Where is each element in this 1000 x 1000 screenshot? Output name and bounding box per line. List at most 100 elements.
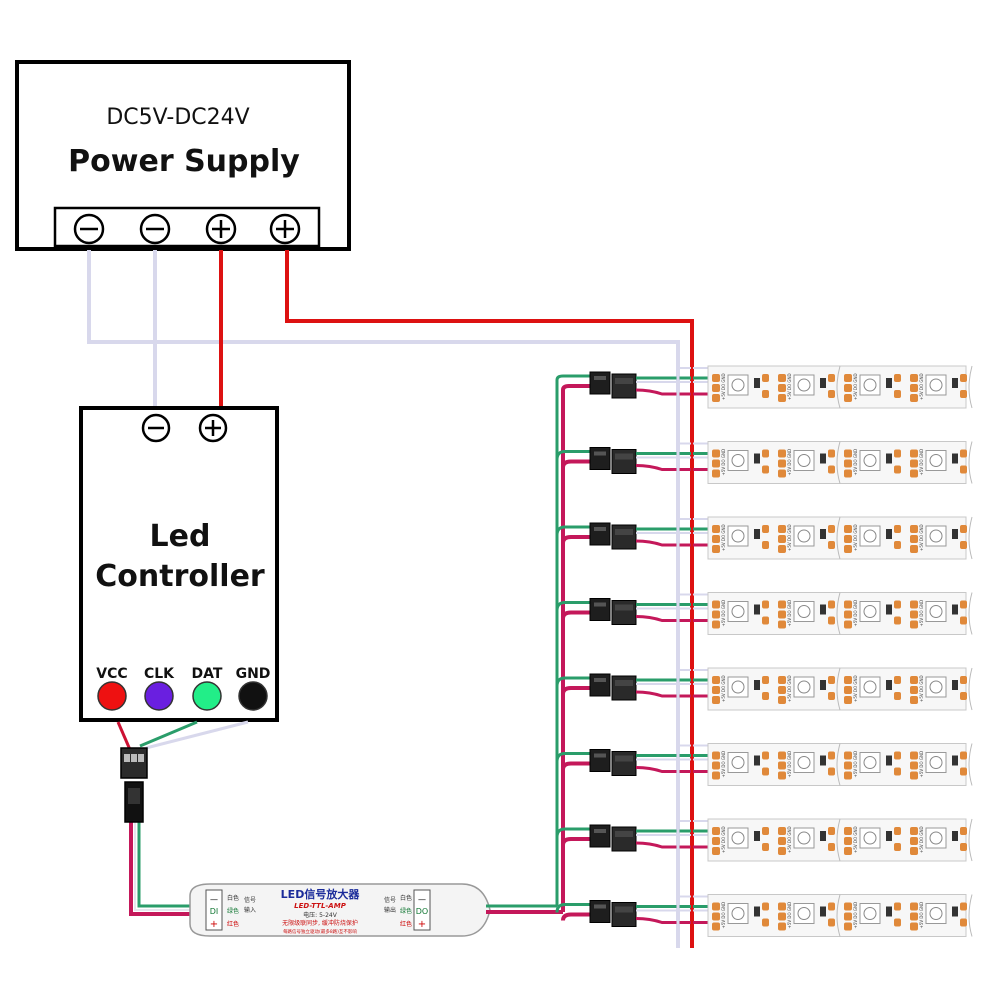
led-lens <box>863 680 877 694</box>
connector-latch <box>615 680 633 686</box>
strip-row: +5V DO GND+5V DO GND+5V DO GND+5V DO GND <box>589 365 973 409</box>
capacitor <box>886 906 892 917</box>
solder-pad <box>910 610 918 619</box>
capacitor <box>820 453 826 464</box>
amplifier-voltage: 电压: 5-24V <box>303 911 338 919</box>
solder-pad <box>910 620 918 629</box>
cut-line <box>836 516 841 560</box>
solder-pad <box>828 827 835 835</box>
solder-pad <box>844 837 852 845</box>
solder-pad <box>844 686 852 694</box>
solder-pad <box>762 449 769 458</box>
solder-pad <box>910 545 918 553</box>
solder-pad <box>828 751 835 760</box>
solder-pad <box>844 394 852 402</box>
solder-pad <box>778 620 786 629</box>
solder-pad <box>828 465 835 474</box>
led-strip: +5V DO GND+5V DO GND+5V DO GND+5V DO GND <box>707 441 973 484</box>
solder-pad <box>828 525 835 533</box>
solder-pad <box>844 761 852 770</box>
solder-pad <box>960 827 967 835</box>
solder-pad <box>778 384 786 392</box>
connector-plug-left <box>589 900 611 923</box>
led-lens <box>797 605 811 618</box>
capacitor <box>952 831 958 841</box>
solder-pad <box>762 525 769 533</box>
capacitor <box>952 378 958 388</box>
connector-plug-right <box>611 751 637 776</box>
strip-connector <box>589 824 637 852</box>
solder-pad <box>894 902 901 911</box>
amp-out-label-output: 输出 <box>384 906 396 914</box>
solder-pad <box>910 686 918 694</box>
amp-in-pin-vcc: + <box>210 919 218 930</box>
amplifier-output-wires <box>486 904 563 914</box>
amp-out-pin-vcc: + <box>418 919 426 930</box>
controller-connector <box>120 747 148 823</box>
led-lens <box>863 605 877 618</box>
controller-minus-terminal <box>141 413 171 443</box>
strip-connector <box>589 522 637 550</box>
pad-label: +5V DO GND <box>919 524 924 551</box>
solder-pad <box>844 535 852 543</box>
pad-label: +5V DO GND <box>721 373 726 400</box>
solder-pad <box>910 922 918 931</box>
capacitor <box>952 529 958 539</box>
controller-plus-terminal <box>198 413 228 443</box>
pad-label: +5V DO GND <box>721 449 726 476</box>
amp-out-color-green: 绿色 <box>400 907 412 915</box>
power-bus-wire <box>561 384 592 912</box>
solder-pad <box>762 843 769 851</box>
cut-line <box>968 441 973 484</box>
strip-power-wire <box>635 841 712 849</box>
solder-pad <box>778 751 786 760</box>
solder-pad <box>762 692 769 700</box>
pad-label: +5V DO GND <box>853 600 858 627</box>
solder-pad <box>960 843 967 851</box>
led-lens <box>731 680 745 694</box>
connector-slot <box>594 753 606 758</box>
pad-label: +5V DO GND <box>853 751 858 778</box>
amp-in-color-red: 红色 <box>227 920 239 928</box>
solder-pad <box>894 449 901 458</box>
capacitor <box>820 831 826 841</box>
connector-plug-right <box>611 675 637 701</box>
capacitor <box>820 604 826 615</box>
led-strip: +5V DO GND+5V DO GND+5V DO GND+5V DO GND <box>707 516 973 560</box>
data-branch-wire <box>555 525 592 536</box>
solder-pad <box>894 692 901 700</box>
solder-pad <box>844 922 852 931</box>
connector-plug-left <box>589 371 611 395</box>
led-lens <box>731 454 745 467</box>
power-branch-wire <box>561 912 592 921</box>
solder-pad <box>712 459 720 468</box>
amp-in-label-signal: 信号 <box>244 896 256 904</box>
led-strip: +5V DO GND+5V DO GND+5V DO GND+5V DO GND <box>707 667 973 711</box>
solder-pad <box>960 918 967 927</box>
solder-pad <box>960 902 967 911</box>
solder-pad <box>762 918 769 927</box>
capacitor <box>754 378 760 388</box>
solder-pad <box>762 827 769 835</box>
cut-line <box>836 441 841 484</box>
solder-pad <box>844 449 852 458</box>
solder-pad <box>844 610 852 619</box>
solder-pad <box>762 751 769 760</box>
solder-pad <box>828 616 835 625</box>
solder-pad <box>712 751 720 760</box>
capacitor <box>754 453 760 464</box>
solder-pad <box>712 545 720 553</box>
solder-pad <box>828 541 835 549</box>
solder-pad <box>712 525 720 533</box>
power-branch-wire <box>561 459 592 468</box>
pad-label: +5V DO GND <box>787 675 792 702</box>
cut-line <box>836 894 841 937</box>
solder-pad <box>910 449 918 458</box>
power-branch-wire <box>561 686 592 695</box>
strip-row: +5V DO GND+5V DO GND+5V DO GND+5V DO GND <box>555 894 973 937</box>
strip-body <box>707 592 967 635</box>
led-lens <box>863 378 877 392</box>
solder-pad <box>778 837 786 845</box>
capacitor <box>952 604 958 615</box>
led-lens <box>863 907 877 920</box>
